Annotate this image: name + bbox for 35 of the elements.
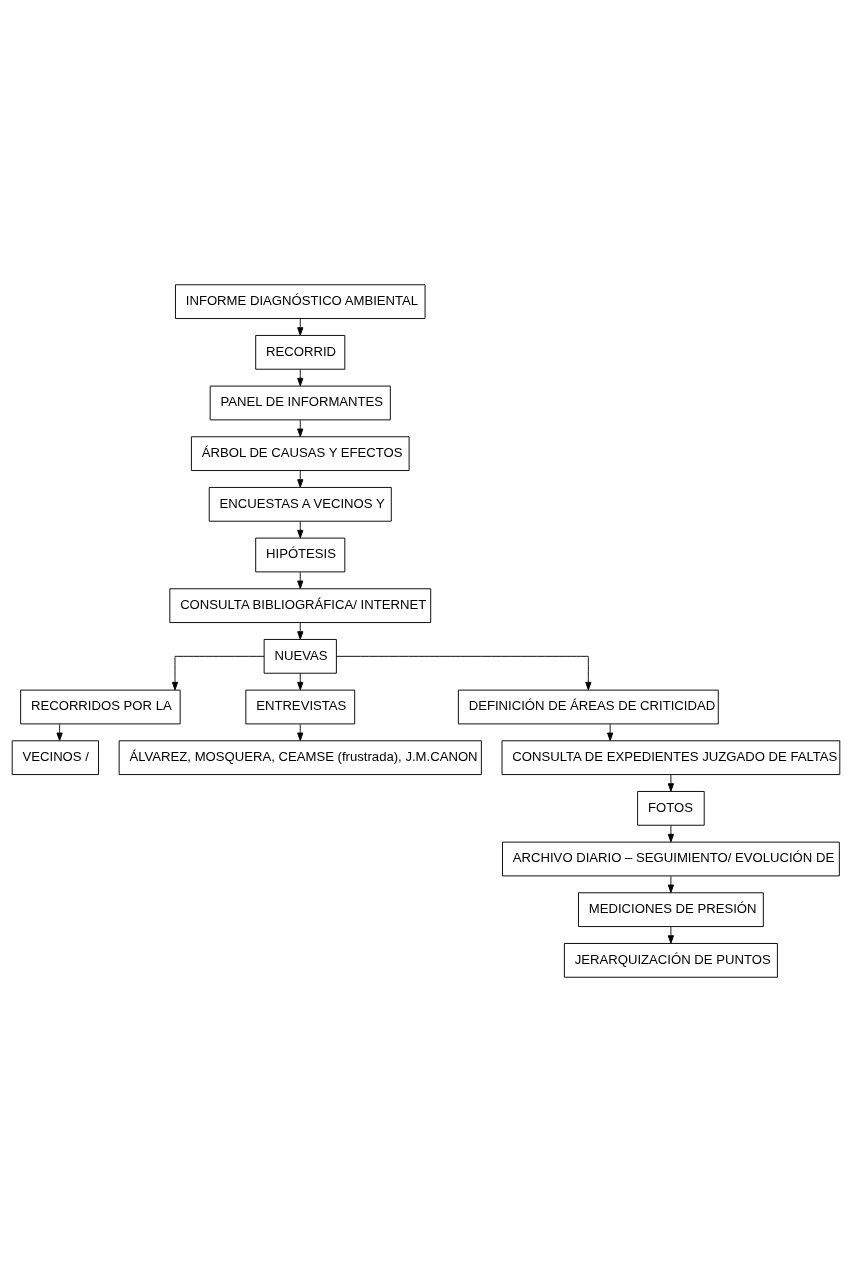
arrow: [297, 673, 304, 691]
node-box: JERARQUIZACIÓN DE PUNTOS: [563, 943, 778, 978]
node-box: NUEVAS: [263, 639, 337, 674]
node-box: FOTOS: [637, 791, 705, 826]
node-box: RECORRIDOS POR LA: [20, 689, 181, 725]
node-box: VECINOS /: [11, 740, 99, 776]
arrow: [607, 723, 614, 741]
arrow: [667, 774, 674, 792]
node-box: ÁRBOL DE CAUSAS Y EFECTOS: [190, 436, 410, 471]
arrow: [171, 655, 265, 691]
arrow: [297, 318, 304, 336]
arrow: [667, 825, 674, 843]
node-box: CONSULTA BIBLIOGRÁFICA/ INTERNET: [169, 588, 432, 623]
node-box: DEFINICIÓN DE ÁREAS DE CRITICIDAD: [457, 689, 719, 725]
arrow: [297, 369, 304, 387]
node-box: ENCUESTAS A VECINOS Y: [208, 486, 392, 522]
arrow: [667, 875, 674, 893]
node-box: CONSULTA DE EXPEDIENTES JUZGADO DE FALTAS: [501, 740, 841, 776]
arrow: [56, 723, 63, 741]
node-box: ENTREVISTAS: [245, 689, 356, 725]
node-box: PANEL DE INFORMANTES: [209, 385, 391, 421]
node-box: MEDICIONES DE PRESIÓN: [578, 892, 764, 928]
arrow: [667, 926, 674, 944]
arrow: [297, 470, 304, 488]
arrow: [297, 723, 304, 741]
node-box: INFORME DIAGNÓSTICO AMBIENTAL: [175, 284, 426, 319]
arrow: [297, 622, 304, 640]
node-box: ARCHIVO DIARIO – SEGUIMIENTO/ EVOLUCIÓN DE: [502, 841, 840, 877]
node-box: HIPÓTESIS: [255, 537, 346, 573]
arrow: [297, 571, 304, 589]
arrow: [297, 521, 304, 539]
node-box: RECORRID: [255, 334, 346, 370]
node-box: ÁLVAREZ, MOSQUERA, CEAMSE (frustrada), J.M.CANON: [118, 740, 482, 776]
arrow: [335, 655, 592, 691]
arrow: [297, 419, 304, 437]
